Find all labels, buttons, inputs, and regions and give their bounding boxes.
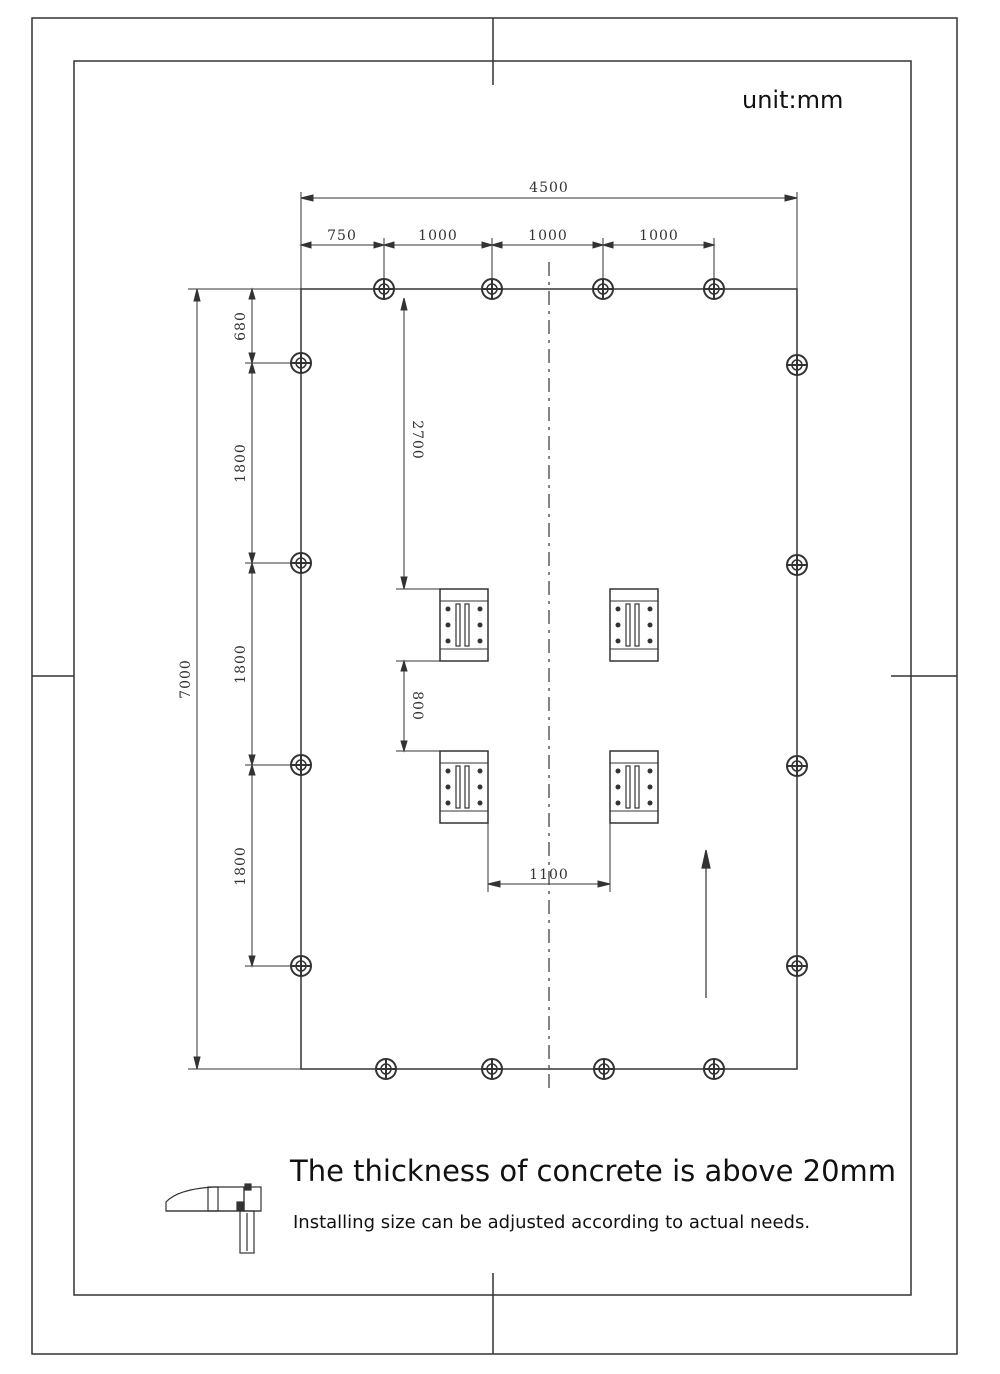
mounting-plates <box>439 588 659 824</box>
installation-note: Installing size can be adjusted accordin… <box>293 1212 811 1233</box>
anchor-bolt-icon <box>592 278 614 300</box>
dim-left-680: 680 <box>233 311 249 341</box>
anchor-bolt-icon <box>786 955 808 977</box>
floor-outline <box>300 288 798 1070</box>
dim-top-1000-c: 1000 <box>639 228 679 244</box>
base-plate <box>609 588 659 662</box>
anchor-bolt-icon <box>290 754 312 776</box>
inner-dimensions <box>396 297 611 892</box>
anchor-bolt-icon <box>481 278 503 300</box>
base-plate <box>609 750 659 824</box>
dim-inner-2700: 2700 <box>409 420 425 460</box>
anchor-bolt-icon <box>786 755 808 777</box>
dim-top-750: 750 <box>327 228 357 244</box>
dim-inner-800: 800 <box>409 691 425 721</box>
unit-label: unit:mm <box>742 86 844 114</box>
anchor-bolt-icon <box>375 1058 397 1080</box>
dim-left-1800-c: 1800 <box>233 846 249 886</box>
dim-overall-height: 7000 <box>178 659 194 699</box>
anchor-bolt-icon <box>481 1058 503 1080</box>
anchor-bolt-icon <box>290 955 312 977</box>
outer-border <box>31 17 958 1355</box>
left-dimensions <box>188 287 301 1070</box>
anchor-bolt-icon <box>373 278 395 300</box>
anchor-bolt-icon <box>290 352 312 374</box>
anchor-bolt-icon <box>786 554 808 576</box>
anchor-detail-sketch <box>165 1183 262 1254</box>
concrete-thickness-note: The thickness of concrete is above 20mm <box>290 1154 897 1188</box>
anchor-bolt-icon <box>703 1058 725 1080</box>
dim-top-1000-b: 1000 <box>528 228 568 244</box>
anchor-bolt-icon <box>786 354 808 376</box>
base-plate <box>439 750 489 824</box>
direction-arrow <box>701 849 711 998</box>
sheet-frame <box>31 17 958 1355</box>
dim-left-1800-b: 1800 <box>233 644 249 684</box>
dim-left-1800-a: 1800 <box>233 443 249 483</box>
dim-top-1000-a: 1000 <box>418 228 458 244</box>
anchor-bolts <box>290 278 808 1080</box>
base-plate <box>439 588 489 662</box>
anchor-bolt-icon <box>290 552 312 574</box>
dim-inner-1100: 1100 <box>529 867 569 883</box>
anchor-bolt-icon <box>703 278 725 300</box>
anchor-bolt-icon <box>593 1058 615 1080</box>
dim-overall-width: 4500 <box>529 180 569 196</box>
